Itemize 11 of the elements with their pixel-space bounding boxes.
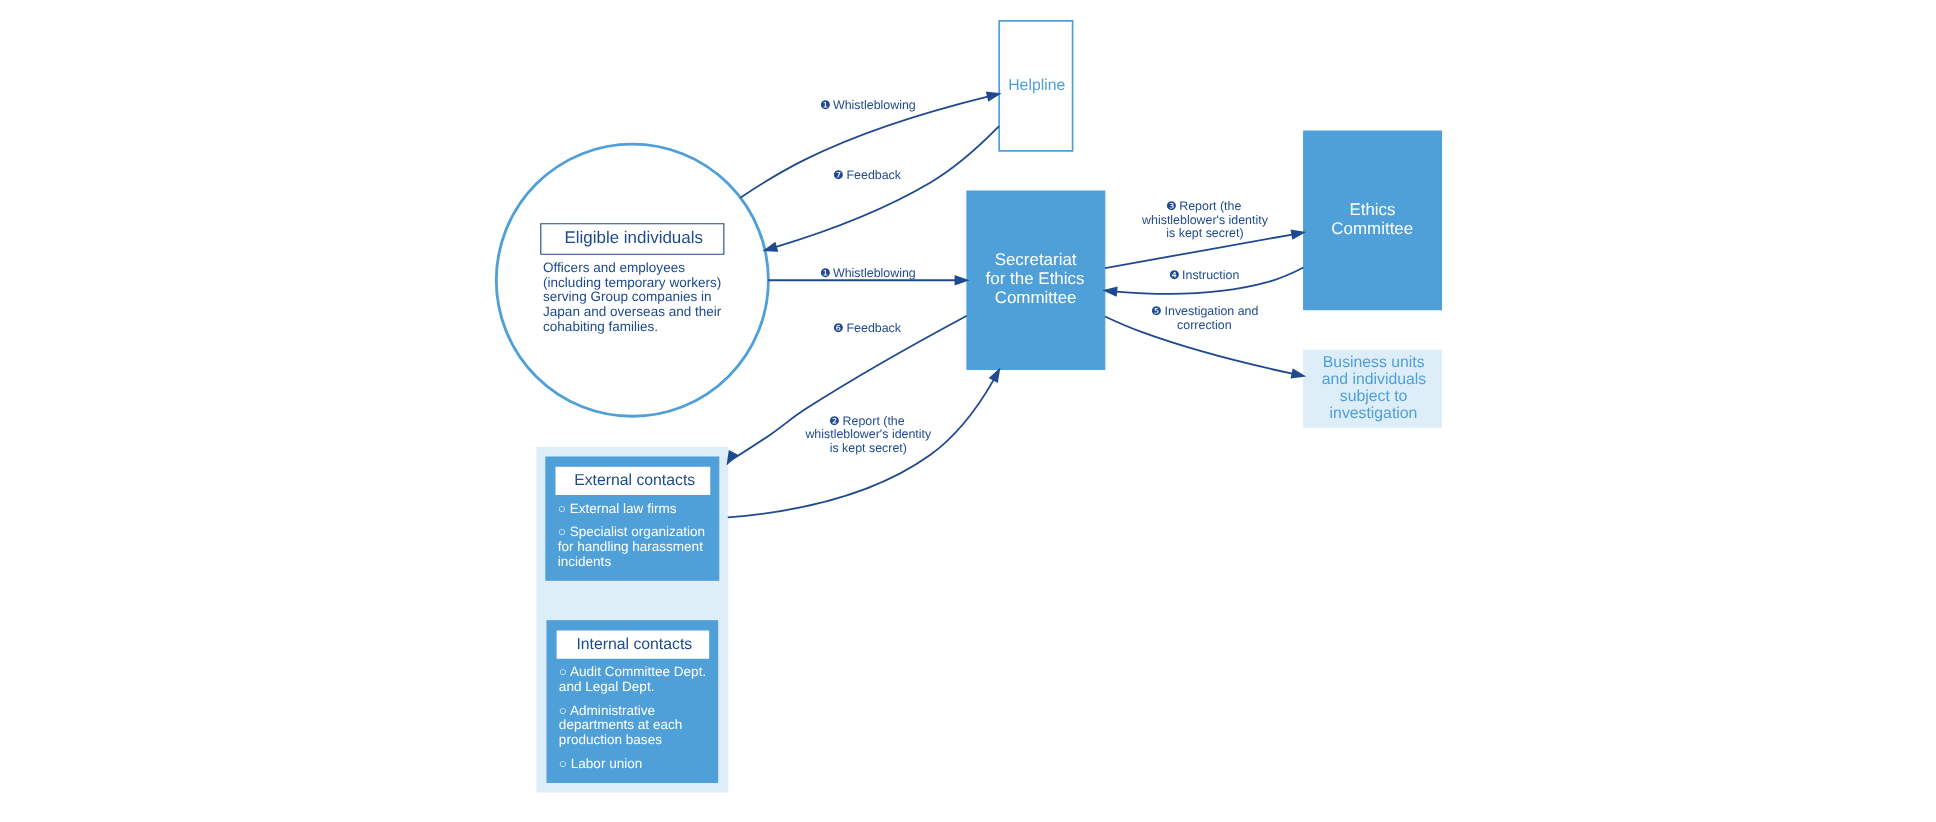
arrow: [761, 125, 999, 252]
arrow: [1103, 229, 1306, 269]
cluster: [535, 446, 728, 793]
arrow: [738, 91, 1001, 199]
arrow: [766, 275, 969, 286]
node-box: Secretariat for the Ethics Committee: [965, 190, 1105, 371]
arrow: [725, 314, 967, 466]
arrow: [1103, 315, 1306, 379]
arrow: [725, 367, 1000, 519]
arrow: [1101, 266, 1304, 297]
node-box: Ethics Committee: [1302, 130, 1442, 311]
